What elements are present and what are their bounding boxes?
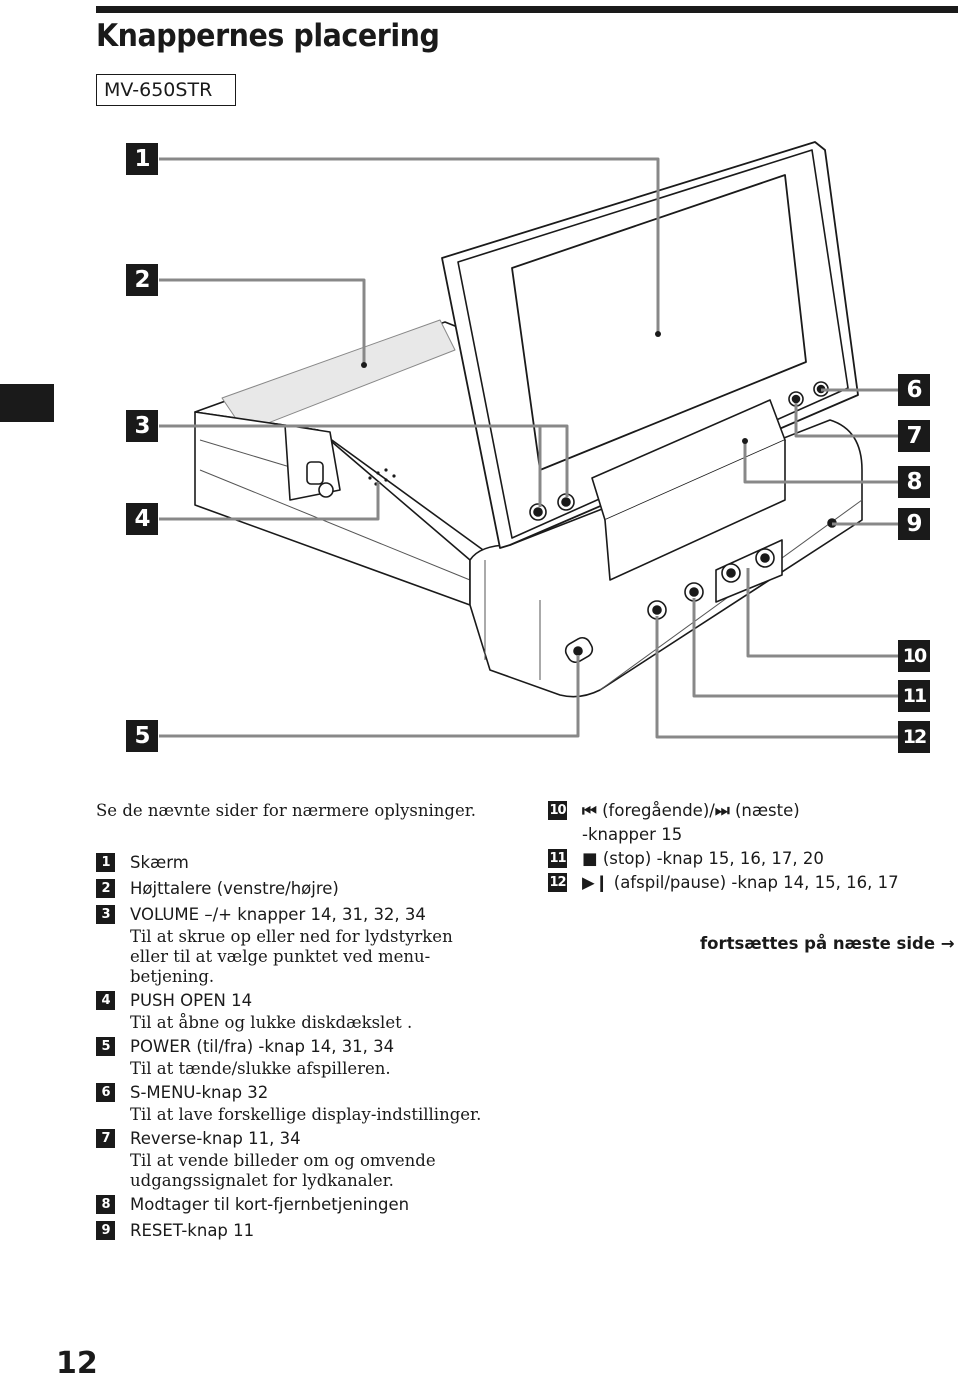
legend-label: VOLUME –/+ knapper 14, 31, 32, 34: [130, 905, 426, 924]
legend-label: Højttalere (venstre/højre): [130, 879, 339, 898]
intro-text: Se de nævnte sider for nærmere oplysning…: [96, 801, 477, 820]
callout-2: 2: [126, 264, 158, 296]
legend-item: 10 ⏮ (foregående)/⏭ (næste) -knapper 15: [548, 799, 899, 847]
callout-8: 8: [898, 466, 930, 498]
legend-description: udgangssignalet for lydkanaler.: [130, 1171, 394, 1190]
play-pause-icon: ▶❙: [582, 873, 609, 892]
legend-number: 7: [96, 1129, 115, 1148]
callout-1: 1: [126, 143, 158, 175]
legend-item: 7 Reverse-knap 11, 34 Til at vende bille…: [96, 1127, 481, 1191]
callout-12: 12: [898, 721, 930, 753]
legend-number: 4: [96, 991, 115, 1010]
callout-9: 9: [898, 508, 930, 540]
legend-label-line2: -knapper 15: [582, 825, 683, 844]
legend-label: ▶❙ (afspil/pause) -knap 14, 15, 16, 17: [582, 871, 899, 895]
legend-number: 12: [548, 873, 567, 892]
legend-description: eller til at vælge punktet ved menu-: [130, 947, 431, 966]
callout-5: 5: [126, 720, 158, 752]
next-icon: ⏭: [714, 801, 730, 820]
legend-number: 8: [96, 1195, 115, 1214]
callout-6: 6: [898, 374, 930, 406]
callout-4: 4: [126, 503, 158, 535]
legend-label-text: (næste): [729, 801, 800, 820]
legend-label: POWER (til/fra) -knap 14, 31, 34: [130, 1037, 395, 1056]
legend-label-text: (afspil/pause) -knap 14, 15, 16, 17: [608, 873, 899, 892]
legend-number: 5: [96, 1037, 115, 1056]
legend-item: 1 Skærm: [96, 851, 481, 875]
legend-description: betjening.: [130, 967, 215, 986]
legend-label: RESET-knap 11: [130, 1221, 255, 1240]
callout-3: 3: [126, 410, 158, 442]
legend-item: 12 ▶❙ (afspil/pause) -knap 14, 15, 16, 1…: [548, 871, 899, 895]
legend-description: Til at tænde/slukke afspilleren.: [130, 1059, 391, 1078]
legend-label-text: (stop) -knap 15, 16, 17, 20: [597, 849, 824, 868]
legend-label: ⏮ (foregående)/⏭ (næste): [582, 799, 899, 823]
legend-label: Skærm: [130, 853, 189, 872]
legend-number: 10: [548, 801, 567, 820]
callout-10: 10: [898, 640, 930, 672]
legend-item: 9 RESET-knap 11: [96, 1219, 481, 1243]
legend-description: Til at vende billeder om og omvende: [130, 1151, 436, 1170]
section-tab: [0, 384, 54, 422]
legend-left: 1 Skærm 2 Højttalere (venstre/højre) 3 V…: [96, 851, 481, 1245]
device-illustration: [159, 141, 898, 739]
legend-label: ■ (stop) -knap 15, 16, 17, 20: [582, 847, 899, 871]
stop-icon: ■: [582, 849, 598, 868]
legend-item: 5 POWER (til/fra) -knap 14, 31, 34 Til a…: [96, 1035, 481, 1079]
legend-label: S-MENU-knap 32: [130, 1083, 269, 1102]
legend-item: 3 VOLUME –/+ knapper 14, 31, 32, 34 Til …: [96, 903, 481, 987]
legend-number: 3: [96, 905, 115, 924]
legend-number: 2: [96, 879, 115, 898]
legend-description: Til at åbne og lukke diskdækslet .: [130, 1013, 413, 1032]
callout-11: 11: [898, 680, 930, 712]
model-label: MV-650STR: [96, 74, 236, 106]
legend-item: 6 S-MENU-knap 32 Til at lave forskellige…: [96, 1081, 481, 1125]
legend-number: 6: [96, 1083, 115, 1102]
continue-note: fortsættes på næste side →: [700, 934, 955, 953]
legend-item: 4 PUSH OPEN 14 Til at åbne og lukke disk…: [96, 989, 481, 1033]
page-number: 12: [56, 1346, 98, 1381]
legend-right: 10 ⏮ (foregående)/⏭ (næste) -knapper 15 …: [548, 799, 899, 895]
previous-icon: ⏮: [582, 801, 597, 820]
legend-description: Til at lave forskellige display-indstill…: [130, 1105, 482, 1124]
callout-7: 7: [898, 420, 930, 452]
legend-label: Modtager til kort-fjernbetjeningen: [130, 1195, 410, 1214]
legend-number: 11: [548, 849, 567, 868]
legend-number: 9: [96, 1221, 115, 1240]
legend-number: 1: [96, 853, 115, 872]
legend-label-text: (foregående)/: [596, 801, 715, 820]
legend-item: 8 Modtager til kort-fjernbetjeningen: [96, 1193, 481, 1217]
page-title: Knappernes placering: [96, 18, 440, 54]
legend-description: Til at skrue op eller ned for lydstyrken: [130, 927, 453, 946]
legend-item: 2 Højttalere (venstre/højre): [96, 877, 481, 901]
top-rule: [96, 6, 958, 13]
legend-item: 11 ■ (stop) -knap 15, 16, 17, 20: [548, 847, 899, 871]
legend-label: Reverse-knap 11, 34: [130, 1129, 301, 1148]
legend-label: PUSH OPEN 14: [130, 991, 253, 1010]
